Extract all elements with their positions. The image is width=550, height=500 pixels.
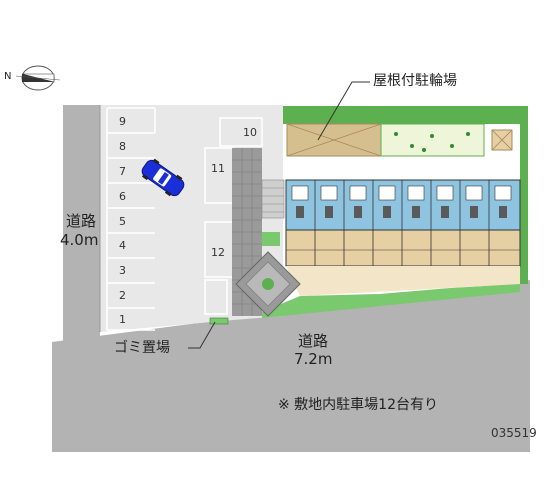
bottom-road [52, 280, 530, 452]
south-lawn [262, 284, 520, 318]
stall-number: 3 [119, 264, 126, 277]
stall-number: 7 [119, 165, 126, 178]
stall-number: 6 [119, 190, 126, 203]
car-icon [141, 158, 185, 197]
stall-number: 8 [119, 140, 126, 153]
bottom-road-width: 7.2m [294, 350, 333, 368]
bicycle-leader-line [317, 81, 370, 141]
parking-note: ※ 敷地内駐車場12台有り [278, 397, 438, 413]
compass-icon [15, 65, 61, 91]
listing-code: 035519 [491, 426, 537, 440]
apartment-building [285, 179, 521, 267]
left-road-label: 道路 [66, 212, 97, 230]
east-hedge [520, 106, 528, 284]
lawn-area [380, 123, 485, 157]
stall-number: 10 [243, 126, 257, 139]
top-hedge [283, 106, 520, 124]
entrance-garden [235, 251, 301, 317]
garbage-leader-line [188, 321, 216, 349]
left-road [63, 105, 100, 342]
left-parking-stalls [106, 107, 156, 331]
compass-label: N [4, 71, 12, 82]
stall-number: 9 [119, 115, 126, 128]
left-road-width: 4.0m [60, 231, 99, 249]
stall-number: 4 [119, 239, 126, 252]
bottom-road-label: 道路 [298, 332, 329, 350]
garbage-label: ゴミ置場 [114, 340, 170, 356]
stall-number: 2 [119, 289, 126, 302]
bicycle-parking-label: 屋根付駐輪場 [373, 73, 457, 89]
entrance-steps [261, 179, 285, 219]
stall-number: 12 [211, 246, 225, 259]
stall-number: 5 [119, 215, 126, 228]
stall-number: 11 [211, 162, 225, 175]
stall-number: 1 [119, 313, 126, 326]
garbage-station [209, 317, 229, 325]
